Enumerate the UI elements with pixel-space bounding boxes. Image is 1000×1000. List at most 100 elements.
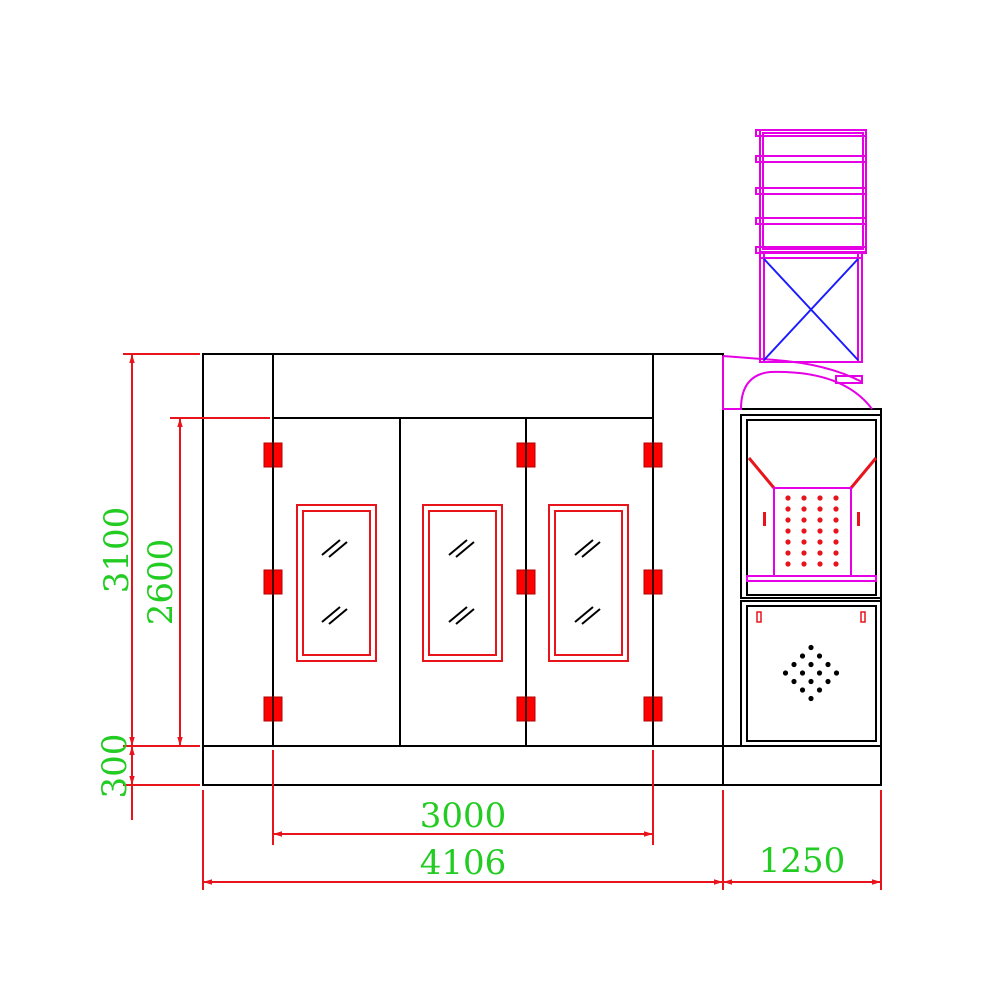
- heater-nozzle: [833, 550, 839, 556]
- heater-nozzle: [817, 550, 823, 556]
- heater-base-plate: [746, 575, 877, 582]
- fan-left-latch: [756, 611, 762, 623]
- vent-hole: [816, 653, 823, 659]
- vent-hole: [825, 661, 831, 668]
- lower-compartment: [740, 600, 882, 747]
- glass-mark: [321, 539, 348, 558]
- side-unit: [722, 408, 882, 786]
- door-windows: [296, 504, 629, 662]
- label-overall-height: 3100: [97, 507, 137, 594]
- heater-nozzle: [817, 539, 823, 545]
- hinge: [516, 569, 536, 595]
- heater-nozzle: [817, 528, 823, 534]
- heater-nozzles: [785, 495, 839, 567]
- heater-left-arm: [747, 457, 776, 489]
- hinge: [516, 442, 536, 468]
- heater-right-pin: [857, 512, 860, 526]
- glass-mark: [448, 539, 475, 558]
- heater-nozzle: [817, 495, 823, 501]
- heater-unit: [746, 457, 878, 582]
- dimension-labels: 3100 2600 300 3000 4106 1250: [95, 507, 845, 883]
- heater-box: [773, 487, 852, 577]
- heater-nozzle: [833, 528, 839, 534]
- door-window-2: [422, 504, 503, 662]
- vent-hole: [799, 653, 806, 659]
- vent-hole: [816, 687, 823, 693]
- filter-panel-2: [755, 155, 867, 163]
- upper-compartment: [740, 414, 882, 599]
- heater-nozzle: [801, 561, 807, 567]
- hinge: [643, 442, 663, 468]
- fan-right-latch: [860, 611, 866, 623]
- glass-mark: [574, 539, 601, 558]
- vent-hole: [799, 687, 806, 693]
- vent-hole: [799, 670, 806, 676]
- filter-housing-frame: [759, 129, 867, 253]
- hinge: [263, 696, 283, 722]
- upper-compartment-inner: [746, 419, 877, 596]
- heater-nozzle: [833, 561, 839, 567]
- heater-nozzle: [817, 517, 823, 523]
- door-hinges: [263, 442, 663, 722]
- hinge: [263, 442, 283, 468]
- heater-nozzle: [801, 528, 807, 534]
- support-frame: [759, 252, 863, 363]
- dimension-lines: [123, 353, 882, 890]
- support-cross-brace: [763, 258, 859, 361]
- door-window-1: [296, 504, 377, 662]
- glass-mark: [321, 606, 348, 625]
- vent-hole: [808, 644, 814, 651]
- vent-hole: [825, 678, 831, 685]
- heater-nozzle: [801, 539, 807, 545]
- filter-housing-inner: [762, 132, 864, 250]
- glass-mark: [448, 606, 475, 625]
- filter-panel-4: [755, 217, 867, 225]
- hinge: [643, 569, 663, 595]
- heater-nozzle: [833, 539, 839, 545]
- heater-nozzle: [817, 561, 823, 567]
- duct-elbow-inner: [722, 355, 863, 383]
- label-booth-width: 4106: [420, 843, 507, 883]
- glass-mark: [574, 606, 601, 625]
- exhaust-duct: [722, 129, 873, 410]
- heater-nozzle: [817, 506, 823, 512]
- vent-hole: [791, 661, 797, 668]
- heater-nozzle: [833, 495, 839, 501]
- vent-hole: [782, 670, 789, 676]
- heater-nozzle: [785, 528, 791, 534]
- heater-nozzle: [801, 506, 807, 512]
- heater-nozzle: [785, 561, 791, 567]
- heater-nozzle: [785, 550, 791, 556]
- heater-nozzle: [801, 517, 807, 523]
- vent-hole: [808, 695, 814, 702]
- label-door-width: 3000: [420, 796, 507, 836]
- door-window-3: [548, 504, 629, 662]
- vent-hole: [808, 661, 814, 668]
- heater-nozzle: [785, 517, 791, 523]
- heater-nozzle: [801, 495, 807, 501]
- lower-compartment-inner: [746, 605, 877, 742]
- vent-hole: [808, 678, 814, 685]
- label-door-height: 2600: [141, 539, 181, 626]
- hinge: [516, 696, 536, 722]
- label-side-width: 1250: [759, 841, 846, 881]
- booth-body: [202, 353, 724, 786]
- duct-elbow: [722, 356, 873, 410]
- fan-unit: [756, 611, 866, 702]
- filter-panel-1: [755, 129, 867, 137]
- vent-hole: [791, 678, 797, 685]
- duct-collar: [835, 375, 863, 384]
- label-base-height: 300: [95, 734, 135, 799]
- glass-marks: [321, 539, 601, 625]
- vent-hole: [816, 670, 823, 676]
- filter-panel-3: [755, 187, 867, 195]
- vent-grille: [782, 644, 840, 702]
- heater-nozzle: [785, 539, 791, 545]
- heater-nozzle: [785, 495, 791, 501]
- heater-nozzle: [785, 506, 791, 512]
- hinge: [643, 696, 663, 722]
- vent-hole: [833, 670, 840, 676]
- hinge: [263, 569, 283, 595]
- heater-nozzle: [801, 550, 807, 556]
